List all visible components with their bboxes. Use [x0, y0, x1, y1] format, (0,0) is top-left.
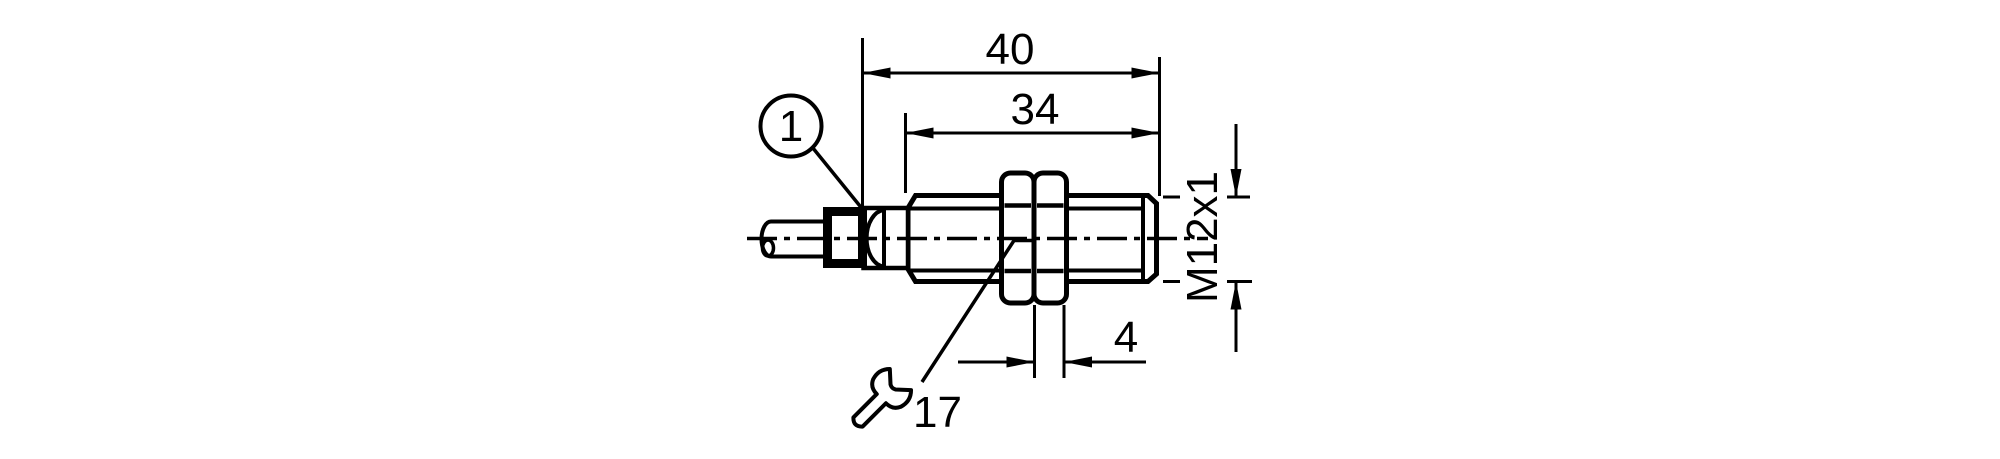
arrow-left [1006, 356, 1035, 368]
wrench-icon [851, 366, 914, 429]
nut-facet-lines [1004, 203, 1064, 274]
dimension-nut-width: 4 [958, 305, 1146, 378]
dimension-overall-length: 40 [861, 25, 1161, 207]
arrow-top [1230, 169, 1242, 197]
arrow-right [1131, 127, 1160, 139]
arrow-bottom [1230, 281, 1242, 310]
dimension-thread-length: 34 [904, 85, 1160, 193]
arrow-left [862, 67, 891, 79]
arrow-right [1131, 67, 1160, 79]
balloon-circle [758, 93, 824, 159]
arrow-right [1064, 356, 1092, 368]
dim-nut-width-label: 4 [1114, 313, 1138, 362]
wrench-size-label: 17 [913, 388, 962, 437]
balloon-leader-line [811, 146, 866, 213]
balloon-callout: 1 [758, 93, 866, 213]
wrench-leader-line [920, 238, 1036, 383]
dim-thread-length-label: 34 [1011, 85, 1060, 134]
dim-overall-length-label: 40 [986, 25, 1035, 74]
arrow-left [905, 127, 934, 139]
balloon-label: 1 [779, 102, 803, 151]
wrench-size-callout: 17 [851, 238, 1036, 437]
